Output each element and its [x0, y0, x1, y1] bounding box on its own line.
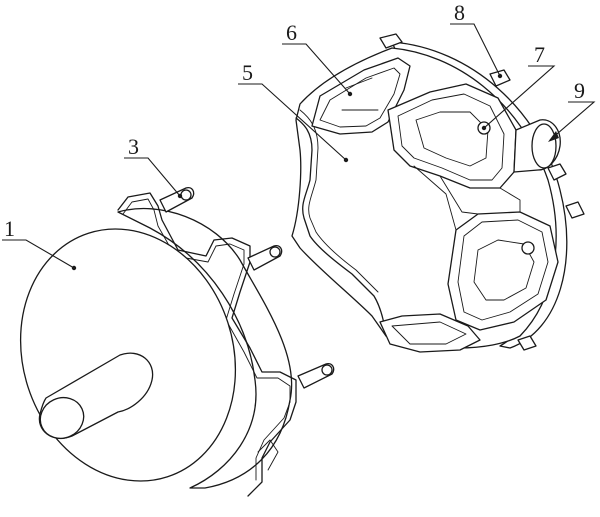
callout-label-9: 9 [574, 78, 585, 103]
leader-9 [549, 101, 596, 141]
leader-1 [2, 239, 75, 269]
callout-label-5: 5 [242, 60, 253, 85]
callout-label-7: 7 [534, 42, 545, 67]
callout-leaders [2, 23, 596, 271]
callout-label-1: 1 [4, 216, 15, 241]
leader-6 [282, 43, 351, 95]
callout-label-6: 6 [286, 20, 297, 45]
leader-7 [483, 65, 556, 129]
callout-label-8: 8 [454, 0, 465, 25]
callout-labels: 1 3 5 6 7 8 9 [4, 0, 585, 241]
leader-5 [238, 83, 347, 161]
rotor-disc [291, 33, 585, 353]
left-housing [19, 186, 335, 497]
leader-8 [450, 23, 501, 77]
callout-label-3: 3 [128, 134, 139, 159]
leader-3 [124, 157, 181, 197]
